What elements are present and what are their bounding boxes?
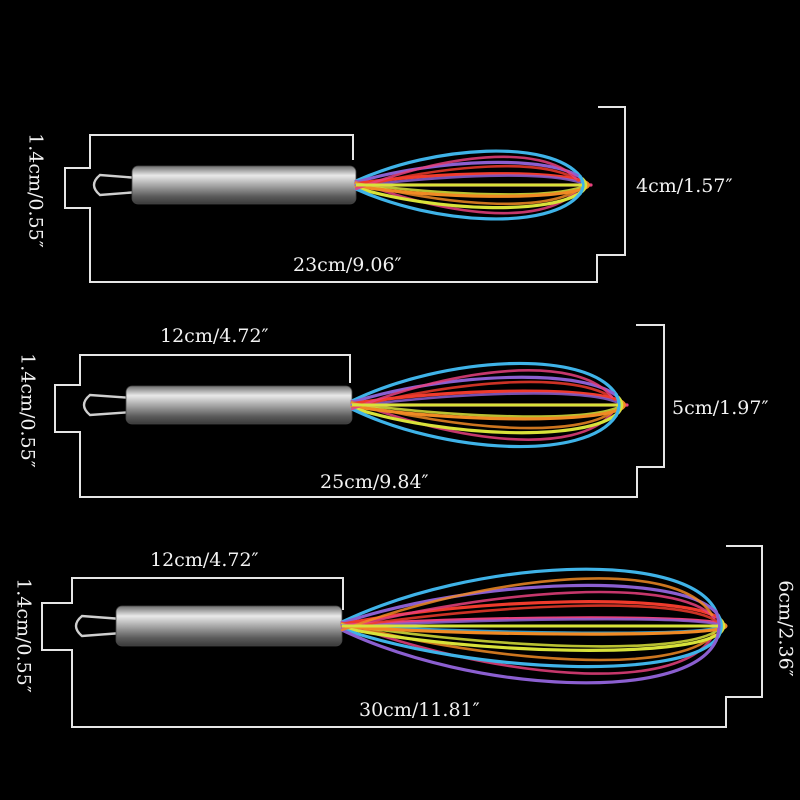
steel-handle (125, 385, 353, 425)
whisk-wire (354, 180, 590, 198)
whisk-wire (354, 182, 583, 196)
whisk-wire (354, 174, 583, 188)
whisk-wire (350, 399, 626, 421)
steel-handle (131, 165, 357, 205)
whisk-wire (354, 155, 578, 191)
whisk-wire (340, 590, 716, 631)
whisk1-length-label: 23cm/9.06″ (293, 254, 402, 276)
whisk3-handle-length-label: 12cm/4.72″ (150, 549, 259, 571)
hanging-loop (92, 173, 139, 197)
whisk-wire (340, 609, 721, 685)
whisk3-handle-diameter-label: 1.4cm/0.55″ (12, 578, 35, 693)
whisk2-handle-diameter-label: 1.4cm/0.55″ (16, 353, 39, 468)
whisk-wire (340, 618, 726, 652)
whisk-wire (340, 620, 714, 675)
whisk-wire (354, 177, 588, 210)
whisk-wire (340, 622, 718, 648)
whisk2-dimension-outline (54, 324, 665, 498)
whisk2-length-label: 25cm/9.84″ (320, 471, 429, 493)
whisk1-width-label: 4cm/1.57″ (636, 175, 733, 197)
whisk-wire (340, 613, 723, 669)
whisk-wire (340, 604, 718, 630)
whisk-wire (354, 164, 580, 189)
medium-whisk (82, 361, 629, 449)
whisk-wire (350, 396, 624, 435)
whisk-wire (350, 399, 614, 441)
steel-handle (115, 605, 343, 647)
whisk-wire (350, 392, 619, 408)
whisk-wire (350, 402, 619, 418)
whisk2-width-label: 5cm/1.97″ (672, 397, 769, 419)
large-whisk (74, 567, 728, 685)
whisk3-dimension-outline (41, 545, 763, 728)
whisk-wire (350, 380, 616, 409)
small-whisk (92, 149, 593, 221)
hanging-loop (82, 393, 133, 417)
whisk3-length-label: 30cm/11.81″ (359, 699, 480, 721)
hanging-loop (74, 614, 123, 638)
whisk3-width-label: 6cm/2.36″ (774, 580, 797, 677)
whisk-wire (340, 577, 714, 632)
whisk-wire (340, 617, 721, 628)
whisk2-handle-length-label: 12cm/4.72″ (160, 325, 269, 347)
whisk1-handle-diameter-label: 1.4cm/0.55″ (24, 133, 47, 248)
whisk-wire (340, 622, 728, 636)
whisk-wire (350, 392, 621, 449)
whisk-wire (350, 369, 614, 411)
whisk-wire (354, 174, 585, 221)
whisk1-dimension-outline (64, 106, 626, 283)
